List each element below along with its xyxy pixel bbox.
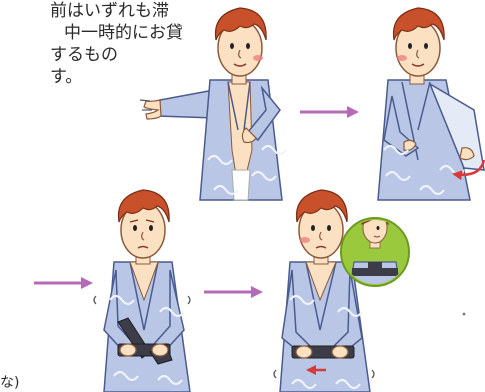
caption-line: 中一時的にお貸: [64, 23, 183, 43]
caption-line: 前はいずれも滞: [50, 1, 169, 21]
figure-1-arm-extended: [139, 7, 288, 201]
caption-text: 前はいずれも滞 中一時的にお貸 するもの す。: [0, 0, 183, 88]
red-curved-arrow: [452, 159, 485, 181]
inset-back-view: [340, 217, 410, 287]
figure-3-holding-obi: [93, 189, 191, 392]
caption-line: す。: [50, 67, 83, 87]
figure-4-tying-obi: [273, 189, 375, 392]
figure-2-wrapping-robe: [377, 7, 485, 201]
decorative-dot: [462, 312, 466, 316]
footer-fragment: な): [0, 375, 20, 391]
caption-line: するもの: [50, 45, 118, 65]
